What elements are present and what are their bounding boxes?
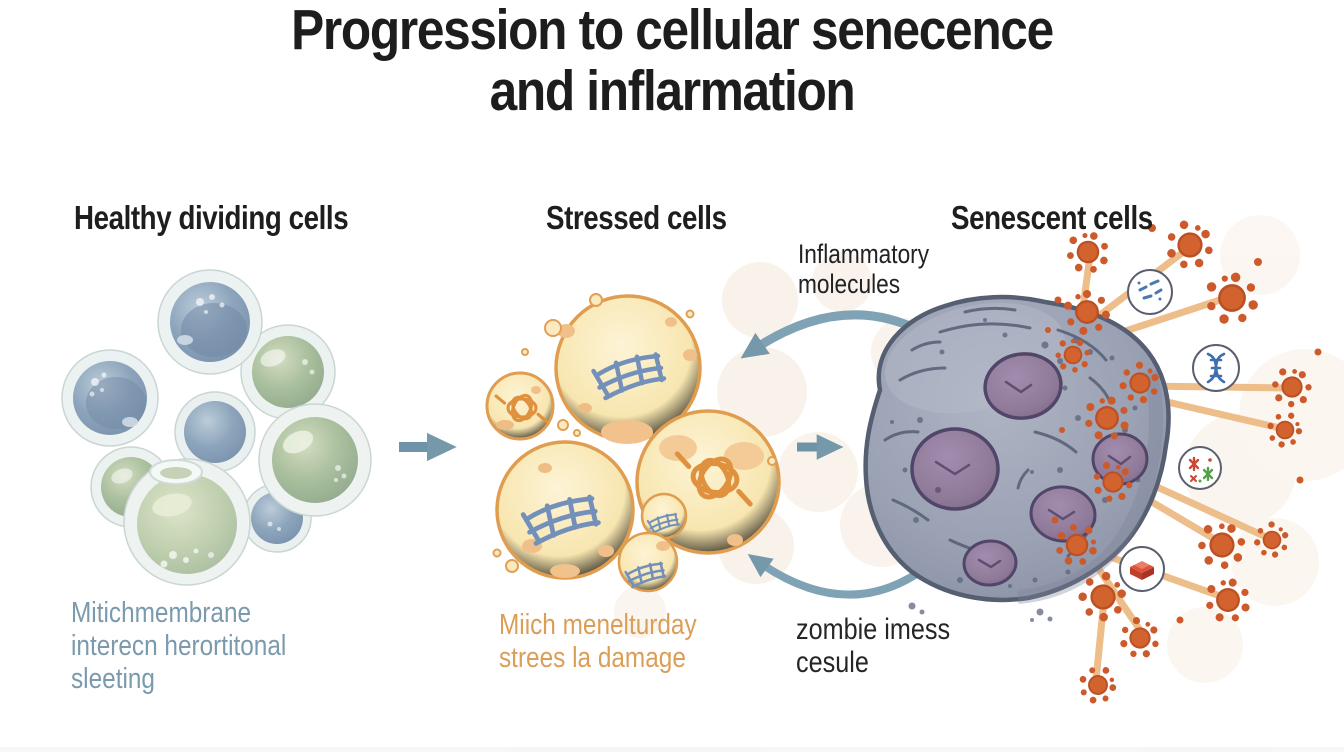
- chromatin-specks-badge: [1127, 269, 1173, 315]
- zombie-feedback-arrow: [747, 554, 931, 599]
- healthy-cell: [157, 269, 263, 375]
- membrane-bursts: [1045, 288, 1167, 627]
- dna-helix-badge: [1192, 344, 1240, 392]
- inflammatory-line2: molecules: [798, 269, 901, 299]
- healthy-cell-cluster: [61, 269, 372, 586]
- microbe-splat-badge: [1178, 446, 1222, 490]
- stressed-cell-cluster: [485, 293, 781, 593]
- zombie-caption-line1: zombie imess: [796, 613, 951, 646]
- layered-box-icon: [1130, 557, 1154, 580]
- healthy-cell: [123, 458, 251, 586]
- chromatin-specks-icon: [1137, 279, 1163, 301]
- stressed-caption-line2: strees la damage: [499, 642, 686, 674]
- label-healthy-cells: Healthy dividing cells: [74, 199, 349, 236]
- microbe-splat-icon: [1188, 456, 1214, 483]
- label-senescent-cells: Senescent cells: [951, 199, 1153, 236]
- zombie-caption: zombie imess cesule: [796, 613, 950, 679]
- stressed-cell: [617, 531, 679, 593]
- stressed-cell: [485, 371, 555, 441]
- stressed-cell: [640, 492, 688, 540]
- stress-bubbles: [492, 293, 777, 573]
- membrane-wrinkles: [883, 306, 1112, 558]
- healthy-cell: [258, 403, 372, 517]
- layered-box-badge: [1119, 546, 1165, 592]
- nucleus: [1029, 485, 1097, 543]
- dna-helix-icon: [1206, 352, 1226, 384]
- healthy-caption: Mitichmembrane interecn herortitonal sle…: [71, 597, 286, 696]
- healthy-cell: [174, 391, 256, 473]
- healthy-cell: [240, 324, 336, 420]
- inflammatory-molecules-annotation: Inflammatory molecules: [798, 239, 929, 299]
- title-line1: Progression to cellular senecence: [291, 0, 1054, 62]
- healthy-caption-line3: sleeting: [71, 663, 155, 695]
- stressed-cell: [495, 440, 635, 580]
- title-line2: and inflarmation: [489, 59, 856, 123]
- healthy-caption-line2: interecn herortitonal: [71, 630, 287, 662]
- outside-debris: [908, 602, 1053, 622]
- stressed-caption: Miich menelturday strees la damage: [499, 609, 697, 675]
- senescent-cell: [863, 294, 1171, 622]
- cytoplasm-speckles: [890, 318, 1141, 588]
- inflammatory-line1: Inflammatory: [798, 239, 930, 269]
- zombie-caption-line2: cesule: [796, 646, 869, 679]
- label-stressed-cells: Stressed cells: [546, 199, 727, 236]
- inflammatory-particles: [1059, 210, 1322, 708]
- nucleus: [983, 352, 1063, 420]
- nucleus: [962, 539, 1018, 587]
- healthy-caption-line1: Mitichmembrane: [71, 597, 252, 629]
- healthy-cell: [61, 349, 159, 447]
- nucleus: [910, 427, 1000, 511]
- diagram-title: Progression to cellular senecence and in…: [87, 0, 1256, 122]
- stressed-caption-line1: Miich menelturday: [499, 609, 697, 641]
- stressed-cell: [554, 294, 702, 444]
